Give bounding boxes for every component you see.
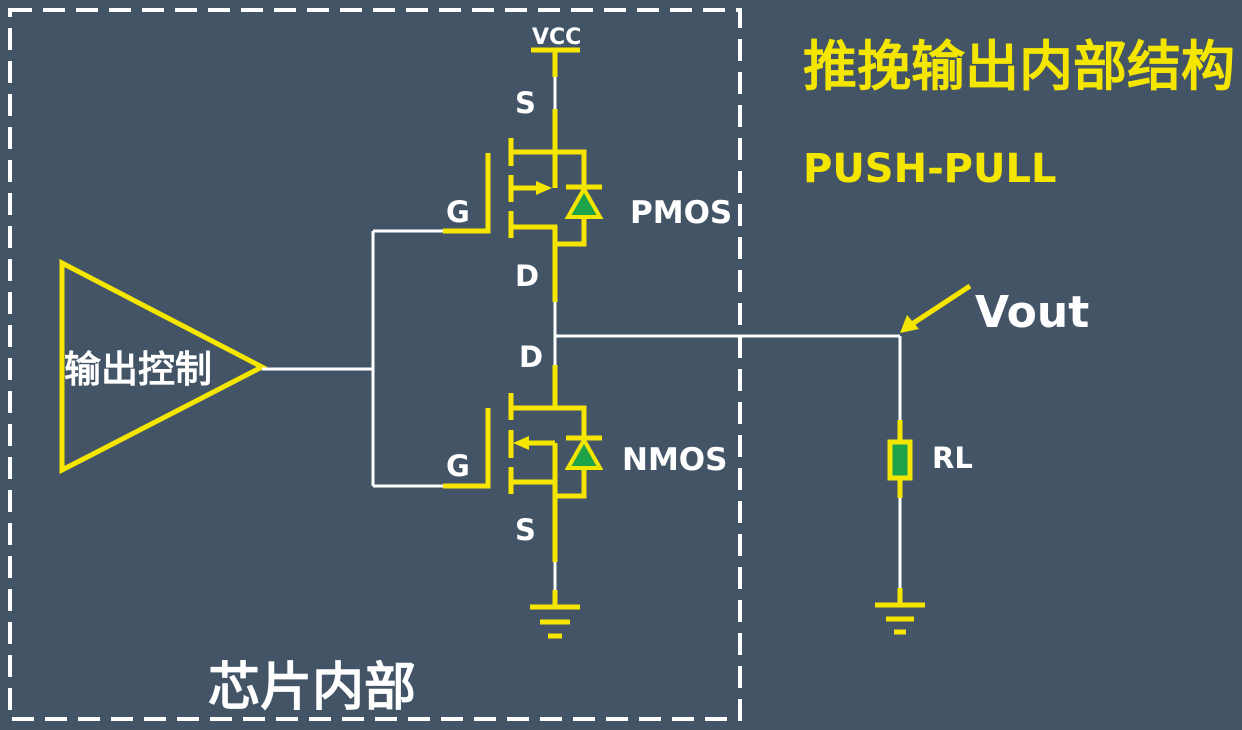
output-wiring xyxy=(555,334,902,588)
pmos-drain-label: D xyxy=(515,259,539,293)
nmos-name-label: NMOS xyxy=(622,442,727,478)
pmos-body-diode xyxy=(564,184,604,219)
output-control-buffer xyxy=(59,258,268,475)
vcc-label: VCC xyxy=(532,25,581,50)
pmos-gate-label: G xyxy=(446,195,470,229)
nmos-drain-label: D xyxy=(519,340,543,374)
load-resistor-label: RL xyxy=(932,441,973,475)
nmos-ground-symbol xyxy=(530,562,580,639)
vout-label: Vout xyxy=(975,287,1089,338)
chip-internal-label: 芯片内部 xyxy=(208,658,416,718)
vcc-supply-symbol xyxy=(531,47,580,109)
nmos-body-diode xyxy=(564,435,604,470)
title-english: PUSH-PULL xyxy=(803,146,1056,192)
gate-drive-wiring xyxy=(262,229,443,488)
nmos-source-label: S xyxy=(515,513,536,547)
load-ground-symbol xyxy=(875,588,925,635)
pmos-transistor xyxy=(443,109,602,302)
chip-boundary xyxy=(8,8,742,721)
vout-pointer-arrow xyxy=(900,283,972,333)
pmos-name-label: PMOS xyxy=(630,195,732,231)
load-resistor xyxy=(887,420,913,498)
title-chinese: 推挽输出内部结构 xyxy=(803,35,1235,98)
pmos-source-label: S xyxy=(515,86,536,120)
nmos-transistor xyxy=(443,365,602,562)
nmos-gate-label: G xyxy=(446,449,470,483)
nmos-body-arrow xyxy=(513,436,529,450)
output-control-label: 输出控制 xyxy=(64,348,212,391)
pmos-body-arrow xyxy=(536,181,552,195)
